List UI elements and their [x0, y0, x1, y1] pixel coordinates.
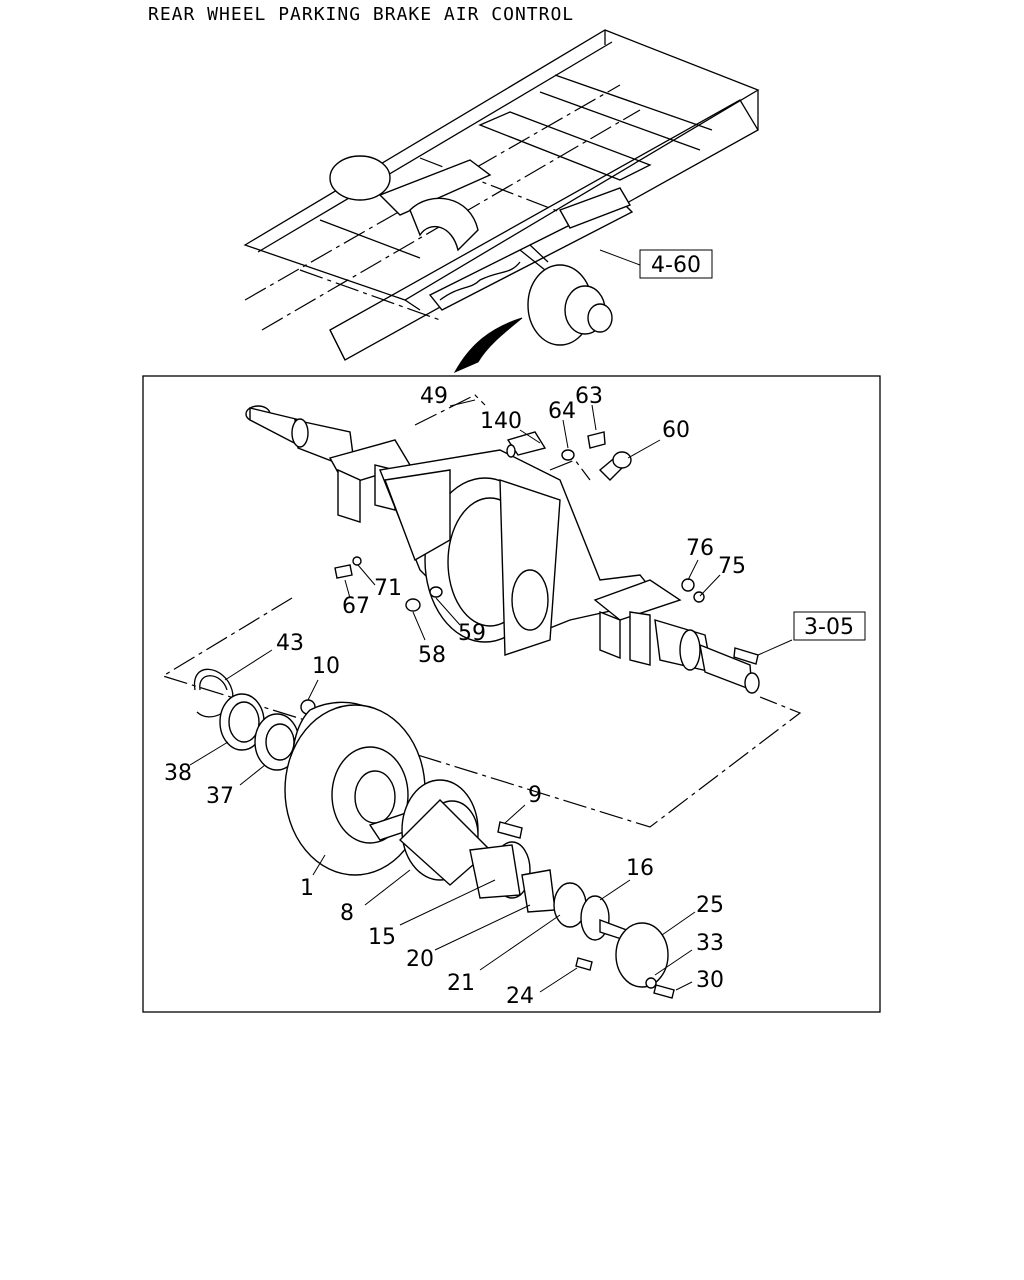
axle-housing-illustration — [245, 405, 760, 694]
callout-38[interactable]: 38 — [164, 761, 192, 786]
callout-140[interactable]: 140 — [480, 409, 522, 434]
callout-75[interactable]: 75 — [718, 554, 746, 579]
callout-60[interactable]: 60 — [662, 418, 690, 443]
leader-lines — [189, 399, 793, 993]
callout-33[interactable]: 33 — [696, 931, 724, 956]
chassis-frame-illustration — [243, 29, 760, 361]
callout-49[interactable]: 49 — [420, 384, 448, 409]
callout-43[interactable]: 43 — [276, 631, 304, 656]
small-hardware-illustration — [334, 431, 759, 665]
callout-76[interactable]: 76 — [686, 536, 714, 561]
callout-10[interactable]: 10 — [312, 654, 340, 679]
callout-16[interactable]: 16 — [626, 856, 654, 881]
callout-58[interactable]: 58 — [418, 643, 446, 668]
callout-21[interactable]: 21 — [447, 971, 475, 996]
detail-frame — [142, 375, 881, 1013]
callout-71[interactable]: 71 — [374, 576, 402, 601]
callout-20[interactable]: 20 — [406, 947, 434, 972]
callout-9[interactable]: 9 — [528, 783, 542, 808]
ref-box-4-60[interactable] — [639, 249, 713, 279]
callout-24[interactable]: 24 — [506, 984, 534, 1009]
callout-59[interactable]: 59 — [458, 621, 486, 646]
callout-8[interactable]: 8 — [340, 901, 354, 926]
callout-64[interactable]: 64 — [548, 399, 576, 424]
ref-box-3-05[interactable] — [793, 611, 866, 641]
callout-63[interactable]: 63 — [575, 384, 603, 409]
brake-drum-hub-illustration — [193, 668, 675, 999]
callout-37[interactable]: 37 — [206, 784, 234, 809]
callout-15[interactable]: 15 — [368, 925, 396, 950]
callout-1[interactable]: 1 — [300, 876, 314, 901]
page-title: REAR WHEEL PARKING BRAKE AIR CONTROL — [148, 4, 575, 25]
part-number-callouts: 49 140 64 63 60 76 75 71 67 59 58 43 10 … — [164, 384, 746, 1009]
callout-25[interactable]: 25 — [696, 893, 724, 918]
callout-30[interactable]: 30 — [696, 968, 724, 993]
ref-label-4-60[interactable]: 4-60 — [651, 253, 701, 278]
zoom-arrow-icon — [453, 317, 523, 374]
ref-label-3-05[interactable]: 3-05 — [804, 615, 854, 640]
callout-67[interactable]: 67 — [342, 594, 370, 619]
